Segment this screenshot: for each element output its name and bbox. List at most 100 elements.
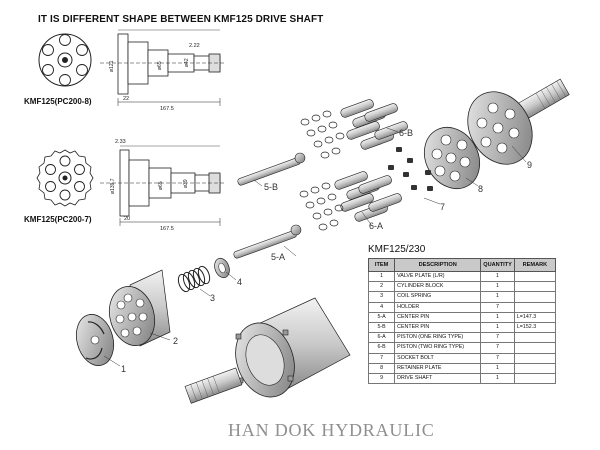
- drive-shaft-part: [467, 78, 570, 165]
- remark-cell: [513, 301, 557, 313]
- description-cell: COIL SPRING: [394, 291, 482, 303]
- header-quantity: QUANTITY: [480, 258, 515, 272]
- cylinder-block-part: [108, 269, 171, 347]
- dim-len-v2: 167.5: [160, 226, 174, 232]
- quantity-cell: 7: [480, 352, 515, 364]
- dim-left-v1: 22: [123, 96, 129, 102]
- dim-d2-v2: ø65: [158, 181, 164, 190]
- variant-label-pc200-8: KMF125(PC200-8): [24, 97, 92, 106]
- item-cell: 6-A: [367, 332, 396, 344]
- callout-6b: 6-B: [399, 128, 413, 138]
- valve-plate-part: [75, 314, 115, 366]
- dim-d3-v2: ø39: [183, 179, 189, 188]
- dim-top-v2: 2.33: [115, 139, 126, 145]
- piston-one-ring-parts: [299, 171, 402, 231]
- remark-cell: [513, 270, 557, 283]
- callout-1: 1: [121, 364, 126, 374]
- variant-label-pc200-7: KMF125(PC200-7): [24, 215, 92, 224]
- socket-bolt-parts: [388, 147, 433, 191]
- pump-body-assembly: [184, 297, 351, 404]
- remark-cell: [513, 332, 557, 344]
- description-cell: HOLDER: [394, 301, 482, 313]
- description-cell: PISTON (ONE RING TYPE): [394, 332, 482, 344]
- item-cell: 2: [367, 281, 396, 293]
- leader-lines: [103, 127, 527, 367]
- quantity-cell: 1: [480, 270, 515, 283]
- remark-cell: [513, 373, 557, 385]
- description-cell: CENTER PIN: [394, 322, 482, 334]
- holder-part: [214, 257, 230, 279]
- item-cell: 5-A: [367, 311, 396, 324]
- item-cell: 6-B: [367, 342, 396, 354]
- piston-two-ring-parts: [300, 99, 408, 159]
- shaft-end-view-pc200-7: [36, 149, 94, 207]
- dim-d1-v1: ø121: [109, 60, 115, 72]
- coil-spring-part: [177, 265, 211, 293]
- callout-4: 4: [237, 277, 242, 287]
- item-cell: 4: [367, 301, 396, 313]
- description-cell: VALVE PLATE (L/R): [394, 270, 482, 283]
- quantity-cell: 1: [480, 281, 515, 293]
- page-heading: IT IS DIFFERENT SHAPE BETWEEN KMF125 DRI…: [38, 14, 324, 25]
- remark-cell: [513, 352, 557, 364]
- shaft-end-view-pc200-8: [38, 33, 92, 87]
- dim-top-v1: 2.22: [189, 43, 200, 49]
- remark-cell: [513, 342, 557, 354]
- callout-8: 8: [478, 184, 483, 194]
- quantity-cell: 1: [480, 291, 515, 303]
- item-cell: 9: [367, 373, 396, 385]
- retainer-plate-part: [423, 126, 481, 190]
- quantity-cell: 1: [480, 311, 515, 324]
- remark-cell: [513, 281, 557, 293]
- remark-cell: [513, 362, 557, 375]
- header-item: ITEM: [367, 258, 396, 272]
- remark-cell: L=147.3: [513, 311, 557, 324]
- dim-d1-v2: ø139.7: [110, 178, 116, 194]
- callout-2: 2: [173, 336, 178, 346]
- callout-5b: 5-B: [264, 182, 278, 192]
- description-cell: PISTON (TWO RING TYPE): [394, 342, 482, 354]
- header-remark: REMARK: [513, 258, 557, 272]
- callout-5a: 5-A: [271, 252, 285, 262]
- callout-6a: 6-A: [369, 221, 383, 231]
- item-cell: 8: [367, 362, 396, 375]
- dim-d2-v1: ø65: [157, 61, 163, 70]
- quantity-cell: 1: [480, 373, 515, 385]
- center-pin-a-part: [233, 224, 302, 259]
- description-cell: RETAINER PLATE: [394, 362, 482, 375]
- quantity-cell: 7: [480, 342, 515, 354]
- item-cell: 1: [367, 270, 396, 283]
- quantity-cell: 7: [480, 301, 515, 313]
- model-label: KMF125/230: [368, 244, 426, 255]
- remark-cell: L=152.3: [513, 322, 557, 334]
- dim-len-v1: 167.5: [160, 106, 174, 112]
- center-pin-b-part: [237, 152, 306, 186]
- item-cell: 3: [367, 291, 396, 303]
- remark-cell: [513, 291, 557, 303]
- header-description: DESCRIPTION: [394, 258, 482, 272]
- shaft-side-view-pc200-8: [100, 29, 226, 106]
- dim-d3-v1: ø42: [184, 58, 190, 67]
- item-cell: 7: [367, 352, 396, 364]
- description-cell: CYLINDER BLOCK: [394, 281, 482, 293]
- dim-left-v2: 20: [124, 216, 130, 222]
- brand-watermark: HAN DOK HYDRAULIC: [228, 420, 435, 440]
- description-cell: DRIVE SHAFT: [394, 373, 482, 385]
- callout-9: 9: [527, 160, 532, 170]
- quantity-cell: 1: [480, 362, 515, 375]
